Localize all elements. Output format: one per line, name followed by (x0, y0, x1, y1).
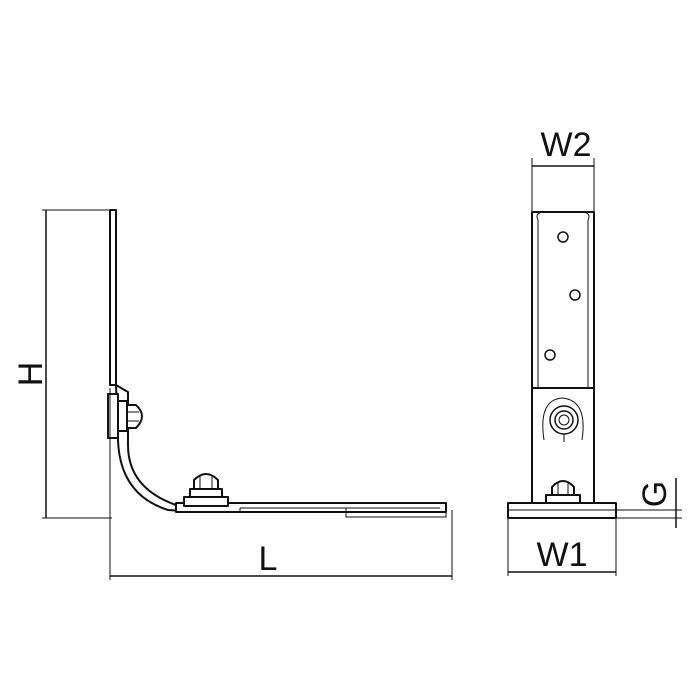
vertical-leg (109, 209, 117, 386)
hole-1 (557, 231, 569, 243)
bolt-vertical (107, 393, 143, 439)
dimension-h: H (12, 209, 112, 519)
bolt-boss (542, 397, 584, 441)
hole-3 (544, 349, 556, 361)
hole-2 (569, 289, 581, 301)
dimension-label-l: L (259, 540, 278, 578)
dimension-label-h: H (12, 362, 50, 387)
front-view: W2 W1 G (507, 126, 682, 576)
dimension-label-w1: W1 (537, 536, 588, 574)
dimension-label-g: G (636, 481, 674, 507)
bolt-horizontal (183, 473, 229, 507)
side-view: H L (12, 209, 453, 580)
dimension-w1: W1 (507, 518, 617, 576)
dimension-label-w2: W2 (541, 126, 592, 164)
horizontal-leg-step (239, 508, 447, 518)
dimension-w2: W2 (531, 126, 595, 212)
dimension-g: G (616, 478, 682, 528)
dimension-l: L (109, 388, 453, 580)
